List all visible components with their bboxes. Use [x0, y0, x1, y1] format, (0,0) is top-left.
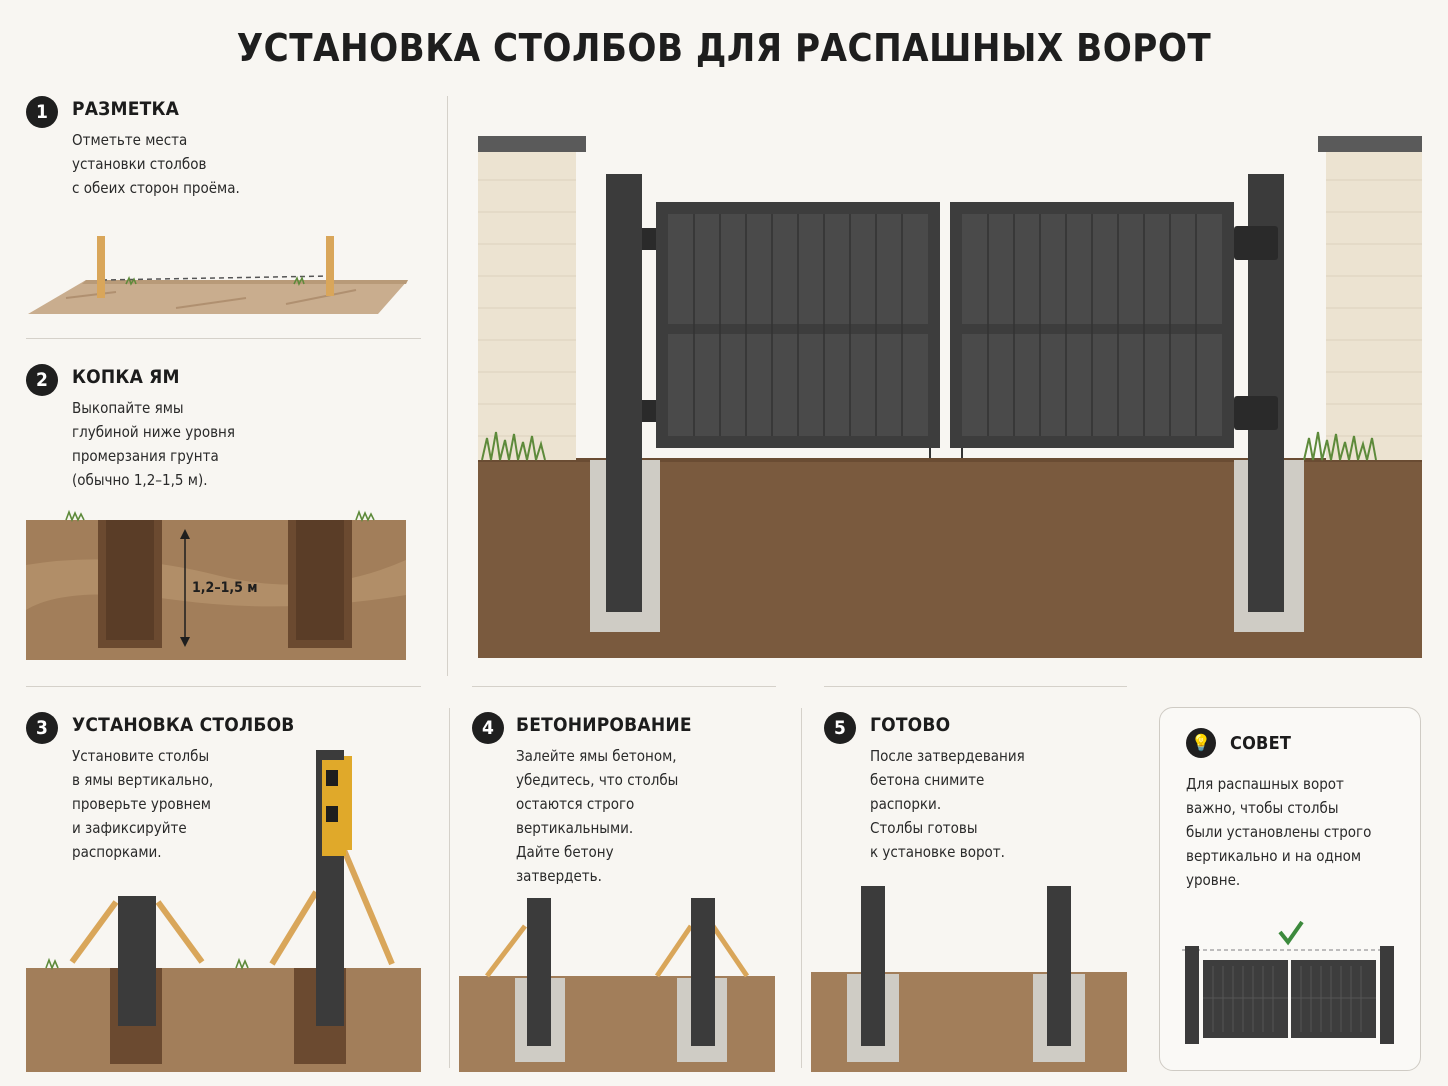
step-3-title: УСТАНОВКА СТОЛБОВ — [72, 714, 295, 736]
step-1-number: 1 — [26, 96, 58, 128]
divider-step4 — [472, 686, 776, 687]
ready-posts-illustration — [811, 886, 1127, 1072]
step-5-number: 5 — [824, 712, 856, 744]
aligned-gate-illustration — [1182, 920, 1394, 1044]
page-title: УСТАНОВКА СТОЛБОВ ДЛЯ РАСПАШНЫХ ВОРОТ — [236, 26, 1212, 70]
marking-illustration — [28, 236, 408, 314]
post-install-illustration — [26, 750, 421, 1072]
tip-title: СОВЕТ — [1230, 733, 1292, 754]
divider-col5 — [801, 708, 802, 1068]
step-1-description: Отметьте места установки столбов с обеих… — [72, 131, 240, 197]
step-4-description: Залейте ямы бетоном, убедитесь, что стол… — [516, 747, 679, 885]
divider-step1 — [26, 338, 421, 339]
concreting-illustration — [459, 898, 775, 1072]
step-5-description: После затвердевания бетона снимите распо… — [870, 747, 1025, 861]
step-5-title: ГОТОВО — [870, 714, 951, 736]
lightbulb-icon: 💡 — [1186, 728, 1216, 758]
step-3-number: 3 — [26, 712, 58, 744]
step-2-description: Выкопайте ямы глубиной ниже уровня проме… — [72, 399, 235, 489]
step-1-title: РАЗМЕТКА — [72, 98, 180, 120]
divider-step2 — [26, 686, 421, 687]
step-2-number: 2 — [26, 364, 58, 396]
step-4-number: 4 — [472, 712, 504, 744]
divider-step5 — [824, 686, 1127, 687]
tip-box — [1159, 707, 1421, 1071]
digging-illustration — [26, 509, 406, 660]
depth-label: 1,2–1,5 м — [192, 580, 258, 596]
column-divider — [447, 96, 448, 676]
tip-description: Для распашных ворот важно, чтобы столбы … — [1186, 775, 1372, 889]
step-3-description: Установите столбы в ямы вертикально, про… — [72, 747, 214, 861]
gate-illustration — [478, 136, 1422, 658]
step-2-title: КОПКА ЯМ — [72, 366, 180, 388]
step-4-title: БЕТОНИРОВАНИЕ — [516, 714, 692, 736]
divider-col4 — [449, 708, 450, 1068]
